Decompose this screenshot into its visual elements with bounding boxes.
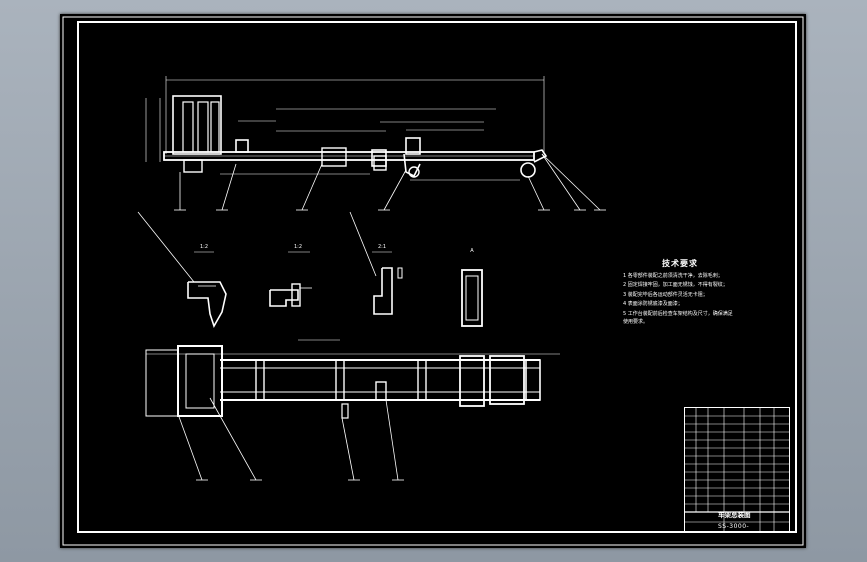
title-block-grid xyxy=(684,407,790,533)
technical-requirement-item: 5 工作台装配前后检查车架结构及尺寸，确保满足使用要求。 xyxy=(623,310,733,326)
technical-requirement-item: 3 装配完毕后各运动部件灵活无卡阻； xyxy=(623,291,708,298)
section-label: 2:1 xyxy=(378,244,386,250)
technical-requirement-item: 1 各零部件装配之前须清洗干净，去除毛刺； xyxy=(623,273,723,279)
technical-requirements-heading: 技术要求 xyxy=(662,259,698,268)
drawing-title: 车架总装图 xyxy=(718,511,751,519)
title-block: 车架总装图 SS-3000- xyxy=(684,407,790,533)
section-label: A xyxy=(470,248,474,254)
inner-border xyxy=(77,21,797,533)
cad-drawing: 1:2 1:2 2:1 A xyxy=(62,16,804,546)
section-detail-views xyxy=(137,211,483,328)
section-label: 1:2 xyxy=(294,244,302,250)
front-elevation-view xyxy=(145,76,606,211)
technical-requirement-item: 4 表面涂防锈底漆及面漆； xyxy=(623,301,683,308)
technical-requirement-item: 2 固定焊接牢固，加工面无锈蚀，不得有裂纹； xyxy=(623,282,728,289)
drawing-sheet: 1:2 1:2 2:1 A 技术要求 1 各零部件装配之前须清洗干净，去除毛刺；… xyxy=(60,14,806,548)
drawing-code: SS-3000- xyxy=(718,523,750,530)
section-label: 1:2 xyxy=(200,244,208,250)
outer-border xyxy=(62,16,804,546)
technical-requirements: 技术要求 1 各零部件装配之前须清洗干净，去除毛刺； 2 固定焊接牢固，加工面无… xyxy=(623,258,737,327)
plan-view xyxy=(145,339,560,481)
